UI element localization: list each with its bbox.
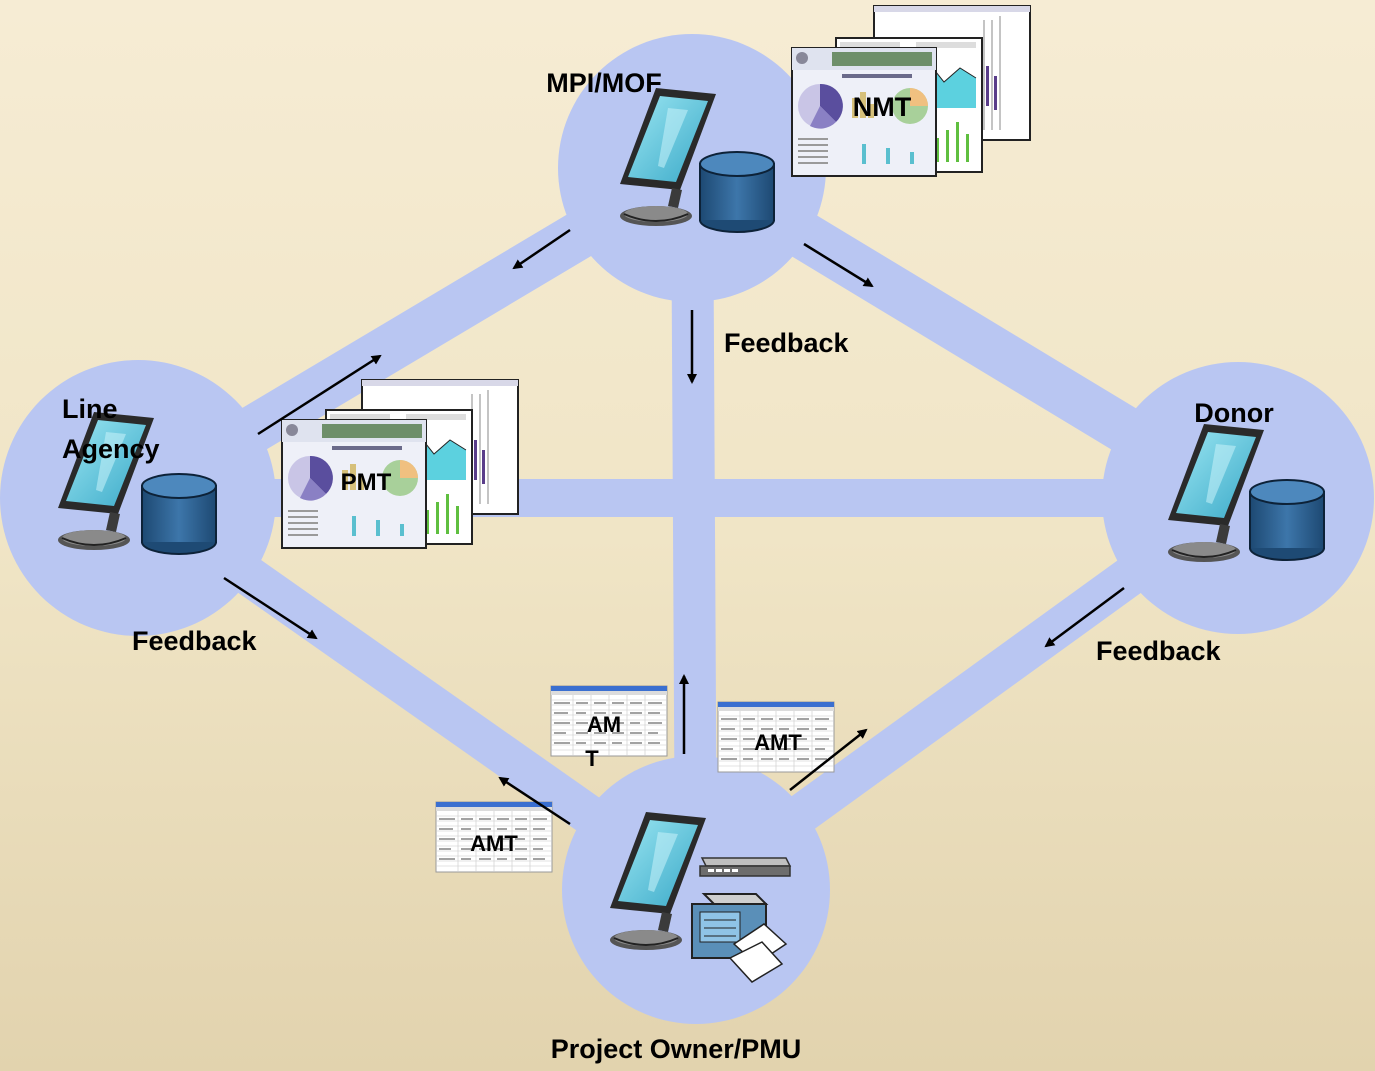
arrow-lineagency-to-mpi — [257, 354, 382, 436]
database-icon — [141, 473, 217, 555]
nmt-label: NMT — [853, 92, 912, 122]
node-label-mpi-mof: MPI/MOF — [546, 68, 662, 98]
node-line-agency — [0, 360, 276, 636]
node-label-project-owner: Project Owner/PMU — [551, 1034, 802, 1064]
database-icon — [1249, 479, 1325, 561]
node-mpi-mof — [558, 34, 826, 302]
feedback-label-right: Feedback — [1096, 636, 1222, 666]
node-label-donor: Donor — [1194, 398, 1274, 428]
arrow-mpi-to-lineagency — [512, 228, 571, 270]
amt-left-label: AMT — [470, 831, 518, 856]
report-stack-icon — [791, 5, 1031, 177]
printer-icon — [691, 893, 788, 983]
node-project-owner — [562, 756, 830, 1024]
arrow-lineagency-to-pmu — [223, 576, 318, 640]
amt-right-label: AMT — [754, 730, 802, 755]
arrow-pmu-to-donor — [789, 728, 868, 791]
pmt-label: PMT — [341, 469, 392, 496]
arrow-pmu-to-lineagency — [498, 776, 571, 826]
feedback-label-center: Feedback — [724, 328, 850, 358]
node-label-line-agency-line2: Agency — [62, 434, 160, 464]
arrow-mpi-to-donor — [803, 242, 874, 288]
arrow-donor-to-pmu — [1044, 586, 1125, 648]
node-label-line-agency-line1: Line — [62, 394, 118, 424]
database-icon — [699, 151, 775, 233]
amt-center-label-line2: T — [585, 746, 599, 771]
amt-center-label-line1: AM — [587, 712, 621, 737]
network-switch-icon — [699, 857, 792, 877]
feedback-label-left: Feedback — [132, 626, 258, 656]
